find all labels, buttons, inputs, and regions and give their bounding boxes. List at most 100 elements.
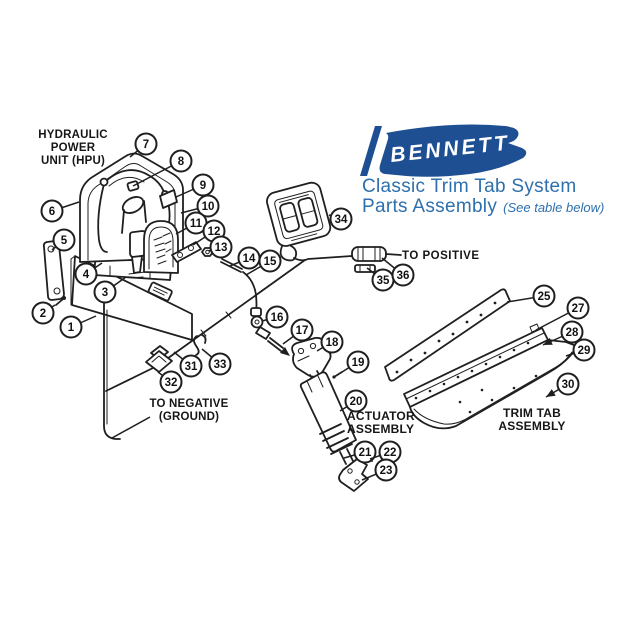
callout-circle	[59, 315, 83, 339]
to-positive-label: TO POSITIVE	[402, 250, 480, 262]
callout-circle	[346, 350, 370, 374]
callout-number: 14	[243, 253, 256, 265]
callout-number: 8	[178, 156, 185, 168]
callout-number: 20	[350, 396, 363, 408]
callout-7: 7	[129, 132, 158, 158]
callout-circle	[258, 249, 282, 273]
callout-circle	[191, 173, 215, 197]
callout-number: 25	[538, 291, 551, 303]
callout-circle	[320, 330, 344, 354]
callout-number: 18	[326, 337, 339, 349]
hpu-label-line1: HYDRAULIC	[38, 129, 108, 141]
callout-number: 36	[397, 270, 410, 282]
callout-circle	[344, 389, 368, 413]
callout-circle	[566, 296, 590, 320]
actuator-assembly-label: ACTUATOR ASSEMBLY	[347, 410, 415, 435]
hydraulic-tube-drawing	[220, 258, 290, 356]
pump-housing-drawing	[143, 220, 214, 274]
brand-subtitle-text: Parts Assembly	[362, 196, 498, 217]
callout-number: 13	[215, 242, 228, 254]
callout-17: 17	[282, 318, 314, 345]
callout-circle	[169, 149, 193, 173]
ground-leader-line	[111, 416, 151, 439]
callout-36: 36	[381, 257, 415, 287]
callout-number: 22	[384, 447, 397, 459]
callout-1: 1	[59, 315, 97, 339]
actuator-label-line1: ACTUATOR	[347, 409, 415, 423]
callout-number: 2	[40, 308, 46, 320]
callout-4: 4	[74, 262, 103, 286]
callout-number: 1	[68, 322, 75, 334]
logo-slash	[360, 126, 382, 176]
actuator-drawing	[291, 336, 374, 492]
trim-tab-assembly-label: TRIM TAB ASSEMBLY	[494, 407, 570, 432]
callout-number: 7	[143, 139, 149, 151]
callout-number: 16	[271, 312, 284, 324]
tab-face-holes	[458, 374, 538, 414]
callout-circle	[556, 372, 580, 396]
callout-number: 11	[190, 218, 203, 230]
callout-circle	[179, 354, 203, 378]
callout-circle	[353, 440, 377, 464]
callout-8: 8	[132, 149, 193, 187]
callout-number: 10	[202, 201, 215, 213]
callout-circle	[74, 262, 98, 286]
callout-34: 34	[328, 207, 353, 231]
actuator-label-line2: ASSEMBLY	[347, 421, 415, 436]
callout-circle	[196, 194, 220, 218]
callout-number: 27	[572, 303, 585, 315]
callout-33: 33	[201, 348, 232, 376]
hpu-label-line2: POWER	[50, 142, 96, 154]
callout-number: 15	[264, 256, 277, 268]
callout-3: 3	[93, 276, 127, 304]
callout-number: 31	[185, 361, 198, 373]
callout-number: 23	[380, 465, 393, 477]
callout-number: 34	[335, 214, 348, 226]
callout-35: 35	[366, 267, 395, 292]
callout-18: 18	[316, 330, 344, 354]
callout-circle	[31, 301, 55, 325]
ground-wire-drawing	[103, 302, 151, 440]
callout-15: 15	[245, 249, 282, 276]
bracket-strip-drawing	[42, 240, 65, 301]
callout-number: 19	[352, 357, 365, 369]
callout-number: 33	[214, 359, 227, 371]
callout-circle	[374, 458, 398, 482]
bennett-logo: BENNETT	[360, 124, 527, 177]
callout-arrowhead	[546, 389, 556, 397]
callout-number: 4	[83, 269, 90, 281]
callout-circle	[265, 305, 289, 329]
callout-23: 23	[361, 458, 398, 482]
callout-number: 35	[377, 275, 390, 287]
trim-tab-label-line2: ASSEMBLY	[498, 418, 566, 433]
logo-flag	[379, 124, 527, 177]
callout-25: 25	[506, 284, 556, 308]
callout-28: 28	[542, 320, 584, 346]
hpu-label: HYDRAULIC POWER UNIT (HPU)	[30, 129, 116, 168]
brand-subtitle: Parts Assembly (See table below)	[362, 196, 604, 218]
callout-arrowhead	[543, 337, 553, 345]
callout-number: 32	[165, 377, 178, 389]
callout-5: 5	[51, 228, 76, 252]
switch-panel-drawing	[266, 181, 332, 247]
callout-circle	[159, 370, 183, 394]
to-negative-line2: (GROUND)	[158, 410, 220, 423]
callout-19: 19	[341, 350, 370, 374]
callout-31: 31	[173, 351, 203, 378]
callout-number: 6	[49, 206, 55, 218]
callout-number: 12	[208, 226, 221, 238]
callout-2: 2	[31, 301, 56, 325]
brand-subtitle-note: (See table below)	[503, 200, 605, 215]
trimtab-drawing	[384, 288, 578, 430]
callout-number: 5	[61, 235, 68, 247]
to-negative-line1: TO NEGATIVE	[149, 398, 229, 410]
callout-number: 17	[296, 325, 309, 337]
callout-circle	[532, 284, 556, 308]
callout-13: 13	[208, 235, 233, 259]
callout-30: 30	[545, 372, 580, 398]
callout-21: 21	[343, 440, 377, 464]
callout-circle	[208, 352, 232, 376]
trim-tab-label-line1: TRIM TAB	[502, 406, 562, 420]
